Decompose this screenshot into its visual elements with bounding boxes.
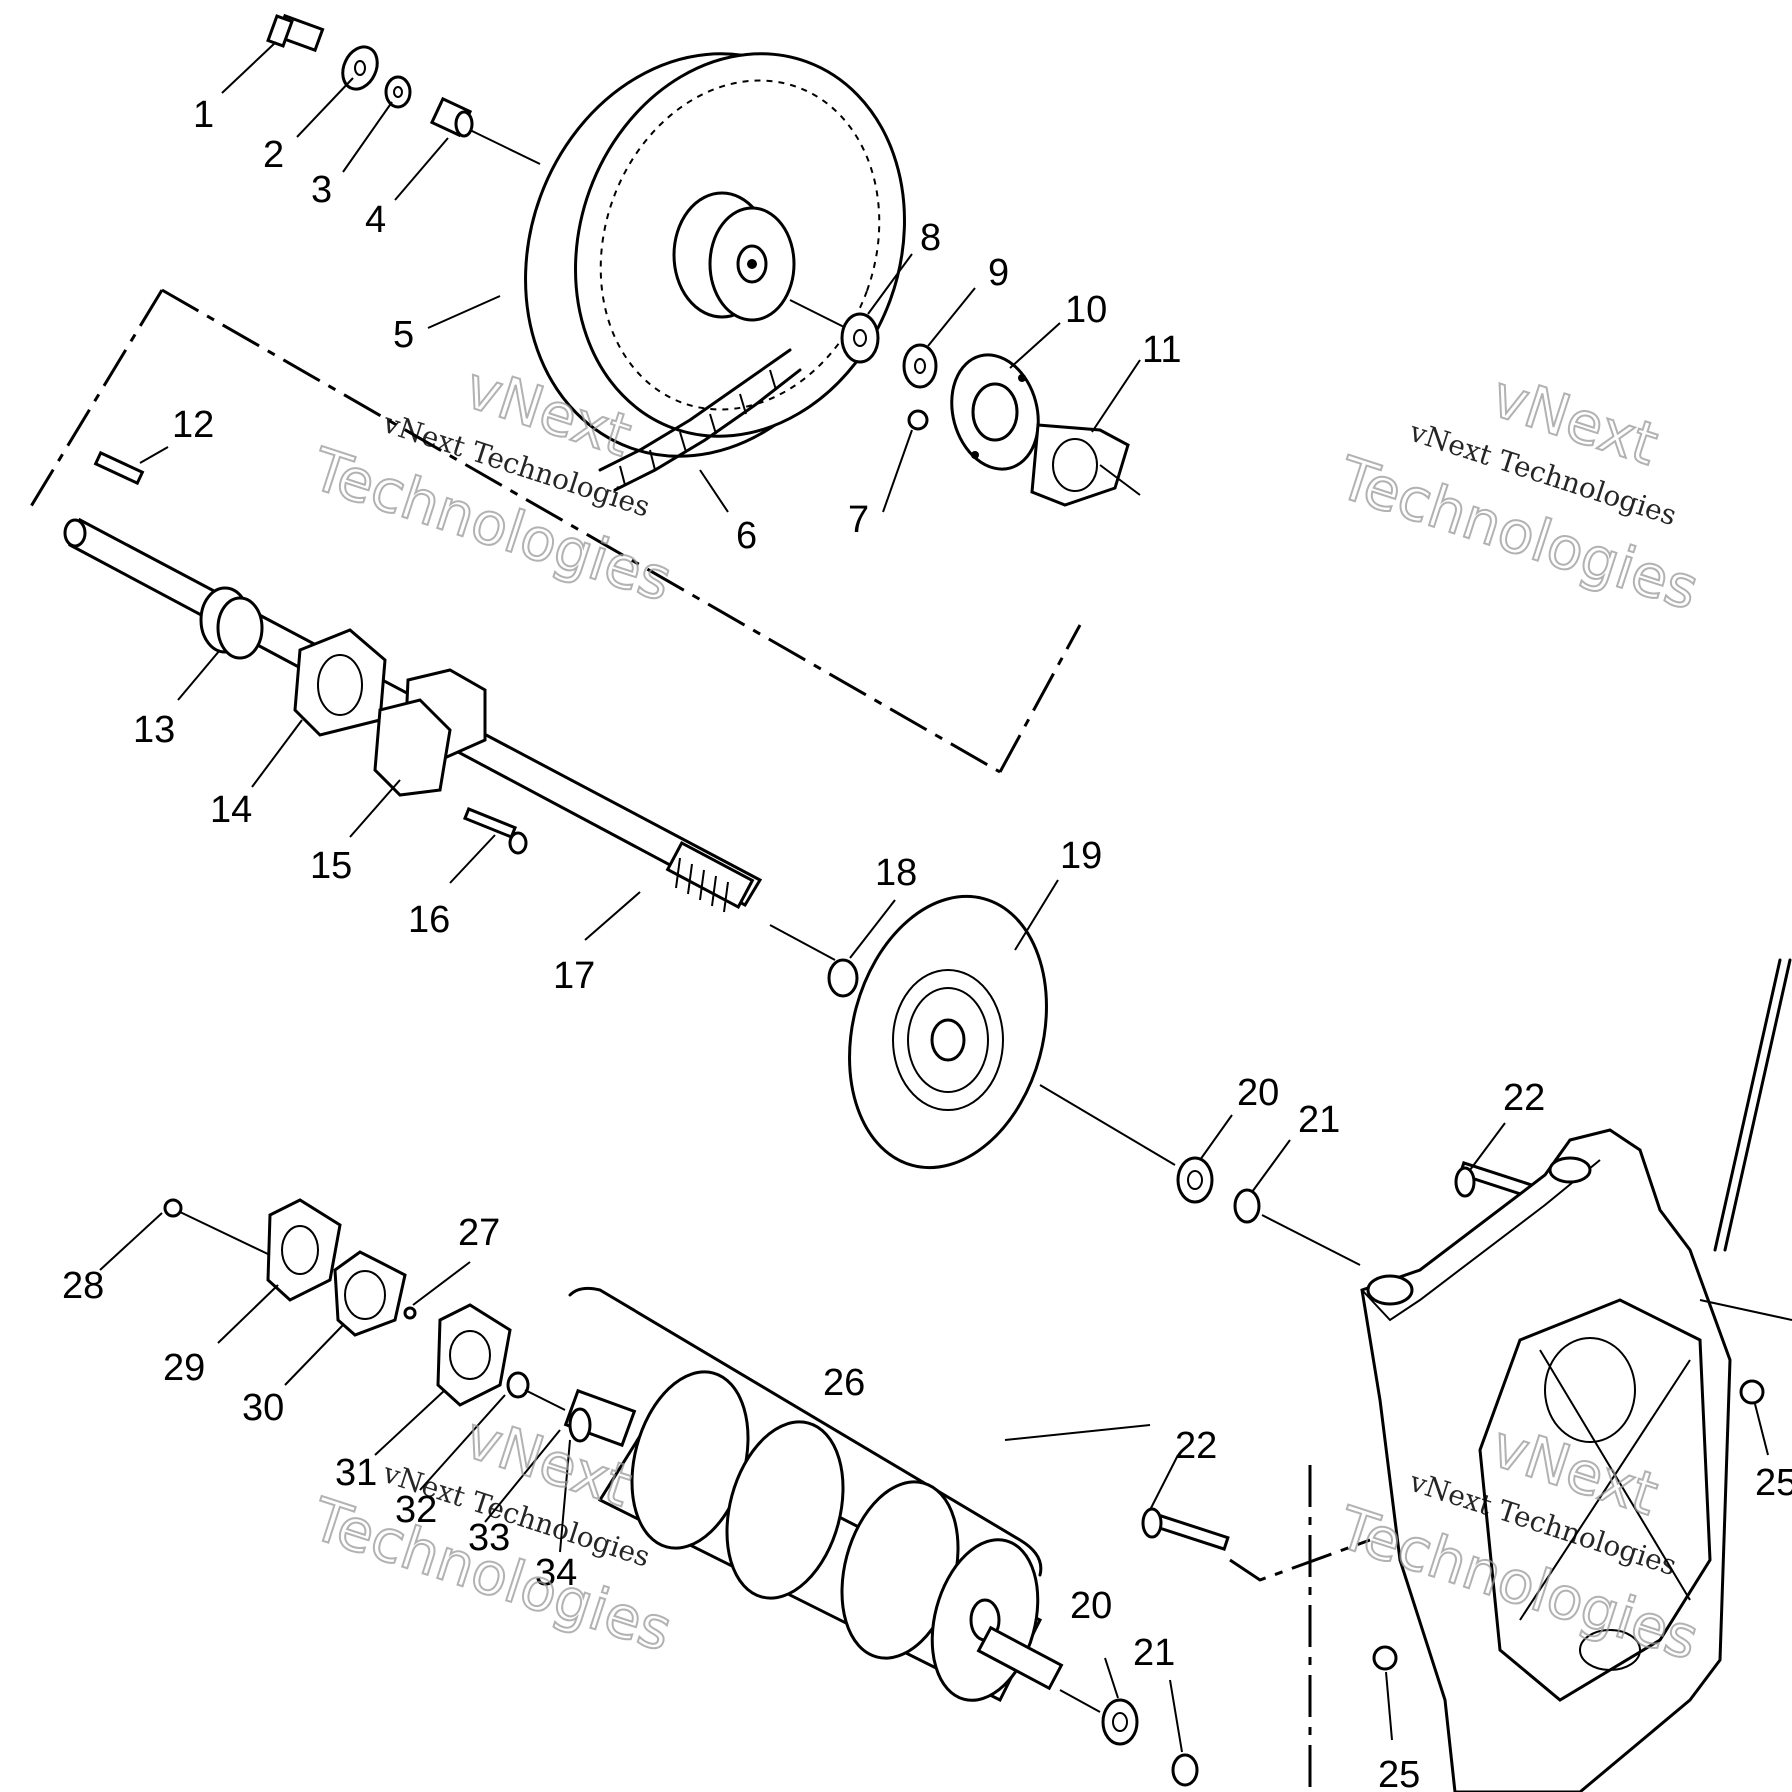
callout-30: 30 — [242, 1387, 284, 1429]
callout-29: 29 — [163, 1347, 205, 1389]
callout-22-lower: 22 — [1175, 1425, 1217, 1467]
flange-part-14 — [293, 628, 387, 737]
washer-part-2 — [341, 45, 379, 91]
drive-chain-part-6 — [598, 348, 802, 492]
lock-washer-part-3 — [384, 75, 412, 109]
bearing-part-13 — [199, 586, 264, 660]
callout-14: 14 — [210, 789, 252, 831]
callout-28: 28 — [62, 1265, 104, 1307]
callout-6: 6 — [736, 515, 757, 557]
callout-3: 3 — [311, 169, 332, 211]
adjuster-rod — [1713, 958, 1792, 1252]
flange-part-29 — [266, 1198, 342, 1302]
chaincase-housing — [1360, 1128, 1732, 1792]
nut-part-25-right — [1739, 1379, 1765, 1405]
o-ring-part-21-lower — [1171, 1753, 1199, 1787]
bracket-part-26 — [568, 1286, 1043, 1577]
nut-part-7 — [907, 409, 929, 431]
callout-10: 10 — [1065, 289, 1107, 331]
bolt-part-22-lower — [1141, 1507, 1230, 1551]
callout-34: 34 — [535, 1552, 577, 1594]
bearing-flange-part-10 — [950, 353, 1040, 471]
callout-31: 31 — [335, 1452, 377, 1494]
bearing-plate-part-11 — [1030, 423, 1130, 507]
callout-20-lower: 20 — [1070, 1585, 1112, 1627]
leader-lines — [99, 41, 1769, 1753]
spacer-part-4 — [429, 96, 474, 138]
callout-26: 26 — [823, 1362, 865, 1404]
callout-1: 1 — [193, 94, 214, 136]
seal-part-20-lower — [1101, 1698, 1139, 1746]
callout-7: 7 — [848, 499, 869, 541]
callout-21-upper: 21 — [1298, 1099, 1340, 1141]
callout-19: 19 — [1060, 835, 1102, 877]
pin-part-27 — [403, 1306, 417, 1320]
callout-25-right: 25 — [1755, 1462, 1792, 1504]
bolt-part-16 — [462, 807, 528, 855]
key-part-12 — [93, 450, 145, 486]
callout-22-upper: 22 — [1503, 1077, 1545, 1119]
callout-21-lower: 21 — [1133, 1632, 1175, 1674]
flange-part-31 — [436, 1303, 512, 1407]
callout-20-upper: 20 — [1237, 1072, 1279, 1114]
watermark-right-top: vNext Technologies vNext Technologies — [1329, 361, 1707, 625]
callout-12: 12 — [172, 404, 214, 446]
callout-25-lower: 25 — [1378, 1754, 1420, 1792]
callout-2: 2 — [263, 134, 284, 176]
callout-4: 4 — [365, 199, 386, 241]
callout-18: 18 — [875, 852, 917, 894]
sprocket-part-34 — [563, 1388, 637, 1448]
clamp-part-15 — [373, 668, 487, 797]
callout-labels: 1 2 3 4 5 6 7 8 9 10 11 12 13 14 15 16 1… — [62, 94, 1792, 1792]
callout-33: 33 — [468, 1517, 510, 1559]
callout-17: 17 — [553, 955, 595, 997]
callout-11: 11 — [1142, 329, 1181, 371]
callout-8: 8 — [920, 217, 941, 259]
seal-part-20-upper — [1176, 1156, 1214, 1204]
drive-shaft-assembly-part-26 — [597, 1370, 1064, 1703]
callout-5: 5 — [393, 314, 414, 356]
bearing-part-32 — [506, 1371, 530, 1399]
nut-part-25-lower — [1372, 1645, 1398, 1671]
bolt-part-1 — [266, 13, 325, 53]
o-ring-part-21-upper — [1233, 1188, 1261, 1224]
callout-27: 27 — [458, 1212, 500, 1254]
callout-16: 16 — [408, 899, 450, 941]
gasket-part-30 — [333, 1250, 407, 1337]
callout-32: 32 — [395, 1489, 437, 1531]
callout-9: 9 — [988, 252, 1009, 294]
callout-13: 13 — [133, 709, 175, 751]
callout-15: 15 — [310, 845, 352, 887]
washer-part-9 — [902, 343, 938, 389]
ring-part-18 — [827, 958, 859, 998]
brake-disc-part-19 — [848, 894, 1048, 1170]
nut-part-28 — [163, 1198, 183, 1218]
washer-part-8 — [840, 312, 880, 364]
